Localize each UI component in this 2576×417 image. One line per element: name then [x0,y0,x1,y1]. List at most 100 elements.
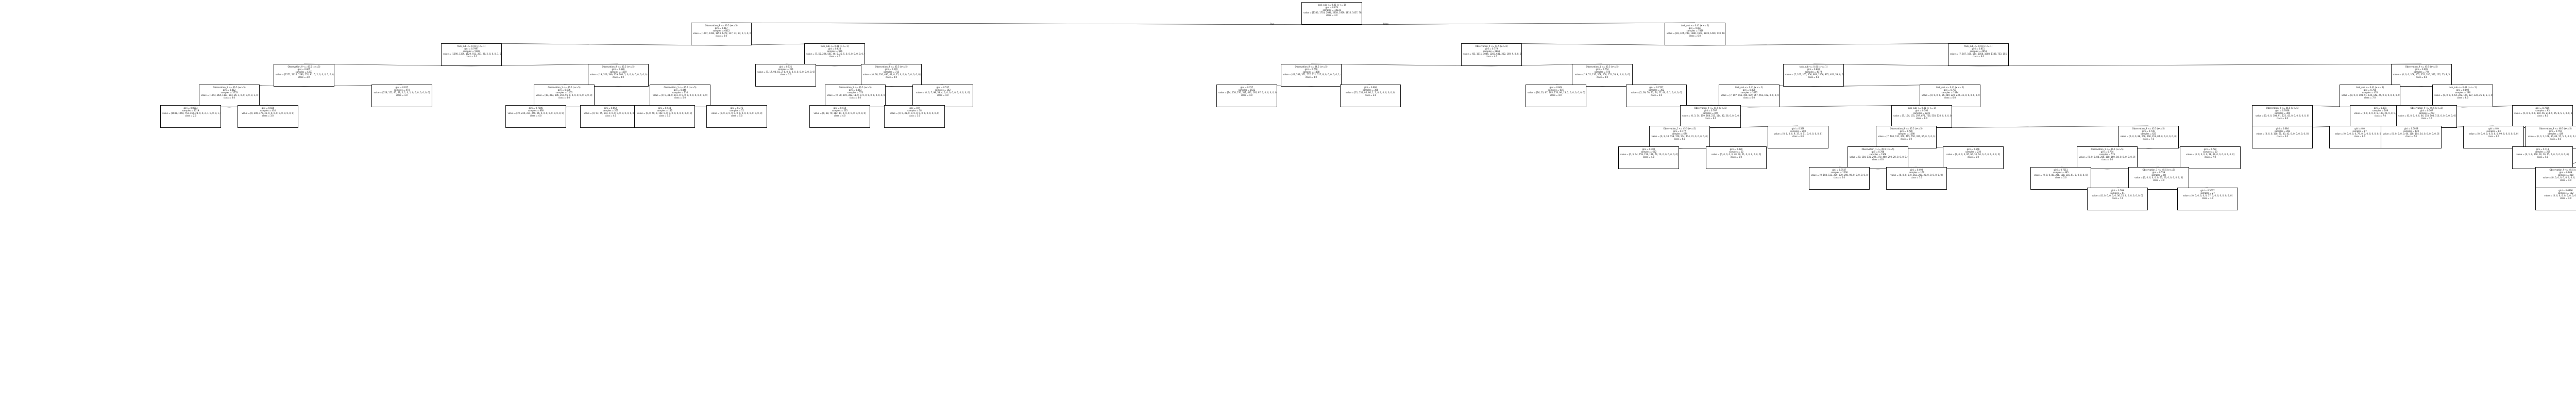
tree-node-line: class = 4.0 [2276,135,2289,138]
tree-node-line: gini = 0.537 [936,86,950,89]
tree-node-line: value = [0, 0, 0, 88, 206, 188, 169, 84,… [2079,156,2136,158]
tree-node-line: class = 6.0 [1689,35,1701,37]
tree-node-line: Observation_1 <= 45.5 (x<=5) [2091,148,2124,151]
tree-node-line: gini = 0.445 [673,89,687,91]
tree-node: Observation_9 <= 45.5 (x<=5)gini = 0.689… [588,64,649,87]
tree-node-line: value = [0, 0, 0, 0, 0, 64, 118, 104, 14… [2383,132,2439,135]
tree-node-line: class = 6.0 [1730,156,1742,158]
tree-node-line: value = [1380, 1718, 2096, 2858, 1929, 1… [1303,11,1362,14]
tree-node-line: value = [0, 0, 0, 0, 0, 64, 118, 104, 11… [2398,114,2456,117]
tree-node-line: task_sub <= 0.41 (x <= 1) [1907,107,1936,109]
tree-node-line: class = 6.0 [2276,117,2289,120]
tree-node-line: samples = 50 [2203,151,2217,153]
tree-edge [721,22,1332,25]
tree-node-line: gini = 0.375 [730,107,743,109]
tree-node-line: samples = 1368 [1869,153,1887,156]
tree-node-line: class = 3.0 [779,73,792,76]
tree-node-line: samples = 12 [730,109,744,112]
tree-node-line: value = [0, 0, 40, 0, 102, 0, 0, 0, 0, 0… [637,112,692,114]
tree-node-line: samples = 5486 [463,50,480,53]
tree-node-line: gini = 0.7006 [529,107,543,109]
tree-node-line: Observation_1 <= 45.5 (x<=5) [1663,127,1696,130]
tree-node-line: samples = 366 [1362,89,1379,91]
tree-node-line: samples = 715 [883,71,900,73]
tree-node: Observation_9 <= 46.5 (x<=5)gini = 0.759… [2525,126,2576,148]
tree-node-line: class = 2.0 [184,114,197,117]
tree-node-line: samples = 61 [2110,192,2125,194]
tree-node-line: task_sub <= 0.41 (x <= 1) [2355,86,2384,89]
tree-node-line: class = 6.0 [1673,138,1686,140]
tree-node-line: samples = 282 [2274,130,2291,132]
tree-node-line: class = 7.0 [2153,179,2165,181]
tree-node-line: task_sub <= 0.41 (x <= 1) [1681,24,1709,27]
tree-node-line: value = [19, 323, 349, 359, 200, 5, 0, 0… [590,73,648,76]
tree-node-line: samples = 267 [602,109,619,112]
tree-node-line: value = [7, 107, 165, 456, 839, 967, 652… [1721,94,1780,96]
tree-node: Observation_1 <= 45.5 (x<=5)gini = 0.788… [1848,146,1908,169]
tree-node: Observation_9 <= 45.5 (x<=5)gini = 0.736… [2118,126,2179,148]
tree-node-line: samples = 210 [2557,174,2574,176]
tree-node-line: Observation_1 <= 46.5 (x<=5) [213,86,246,89]
tree-node-line: samples = 7819 [1686,29,1704,32]
tree-node-line: class = 3.0 [715,35,727,37]
tree-node-line: value = [0, 0, 38, 0, 0, 0, 0, 0, 0, 0, … [889,112,940,114]
tree-node-line: samples = 93 [2535,109,2550,112]
tree-node: Observation_9 <= 45.5 (x<=5)gini = 0.609… [2535,167,2576,190]
tree-node-line: class = 4.0 [937,94,949,96]
tree-node-line: gini = 0.797 [1704,109,1717,112]
tree-node-line: class = 6.0 [1872,158,1884,161]
tree-node-line: class = 3.0 [262,114,274,117]
tree-node: Observation_9 <= 46.5 (x<=5)gini = 0.700… [2252,105,2313,128]
edge-label-true: True [1270,23,1275,25]
tree-node-line: Observation_9 <= 45.5 (x<=5) [2132,127,2165,130]
tree-node-line: class = 5.0 [1833,176,1845,179]
tree-node-line: value = [0, 0, 0, 108, 155, 352, 316, 35… [2393,73,2451,76]
tree-node-line: class = 6.0 [1743,96,1755,99]
tree-node-line: value = [19, 230, 231, 256, 96, 0, 0, 0,… [507,112,564,114]
tree-edge [1491,43,1696,46]
tree-node-line: value = [21, 131, 95, 66, 1, 2, 0, 0, 0,… [1345,91,1396,94]
tree-node-line: value = [7, 17, 98, 81, 2, 6, 0, 0, 0, 0… [757,71,815,73]
tree-node-line: class = 6.0 [1972,55,1985,58]
tree-node-line: class = 4.0 [604,114,617,117]
tree-node-line: gini = 0.8003 [183,107,198,109]
tree-node-line: value = [0, 38, 119, 382, 11, 0, 0, 0, 0… [827,94,886,96]
tree-node-line: task_sub <= 0.41 (x <= 1) [1936,86,1964,89]
tree-node-line: value = [0, 0, 0, 0, 0, 18, 49, 0, 0, 0,… [2186,153,2234,156]
tree-node-line: class = 4.0 [1596,76,1608,78]
tree-node-line: value = [7, 55, 224, 561, 46, 5, 25, 5, … [806,53,865,55]
tree-node-line: gini = 0.339 [1791,127,1805,130]
tree-node-line: value = [24, 158, 276, 511, 441, 195, 97… [1218,91,1277,94]
tree-node-line: gini = 0.696 [557,89,571,91]
tree-node-line: samples = 154 [672,91,688,94]
tree-node-line: class = 4.0 [1550,94,1562,96]
tree-node-line: value = [0, 200, 470, 36, 0, 0, 0, 0, 0,… [242,112,294,114]
tree-node-line: value = [0, 0, 0, 0, 0, 8, 100, 25, 0, 0… [2354,112,2406,114]
tree-node-line: value = [1043, 864, 1183, 503, 26, 1, 0,… [201,94,259,96]
tree-node-line: value = [7, 104, 131, 297, 671, 756, 538… [1893,114,1952,117]
tree-node-line: value = [0, 0, 0, 0, 0, 104, 56, 214, 9,… [2514,112,2573,114]
tree-node-line: class = 4.0 [849,96,861,99]
tree-node-line: class = 7.0 [2142,138,2155,140]
tree-node-line: gini = 0.837 [1688,27,1702,29]
tree-node-line: gini = 0.689 [612,68,625,71]
tree-node-line: value = [0, 0, 1, 108, 30, 66, 15, 5, 0,… [2528,135,2576,138]
tree-node-line: class = 1.0 [396,94,408,96]
tree-node-line: Observation_9 <= 45.5 (x<=5) [875,65,908,68]
tree-node-line: value = [0, 0, 0, 0, 0, 48, 40, 21, 0, 0… [1711,153,1761,156]
tree-node-line: Observation_9 <= 45.5 (x<=5) [602,65,635,68]
tree-node-line: class = 5.0 [1650,94,1663,96]
tree-node: Observation_1 <= 45.5 (x<=5)gini = 0.559… [2128,167,2189,190]
